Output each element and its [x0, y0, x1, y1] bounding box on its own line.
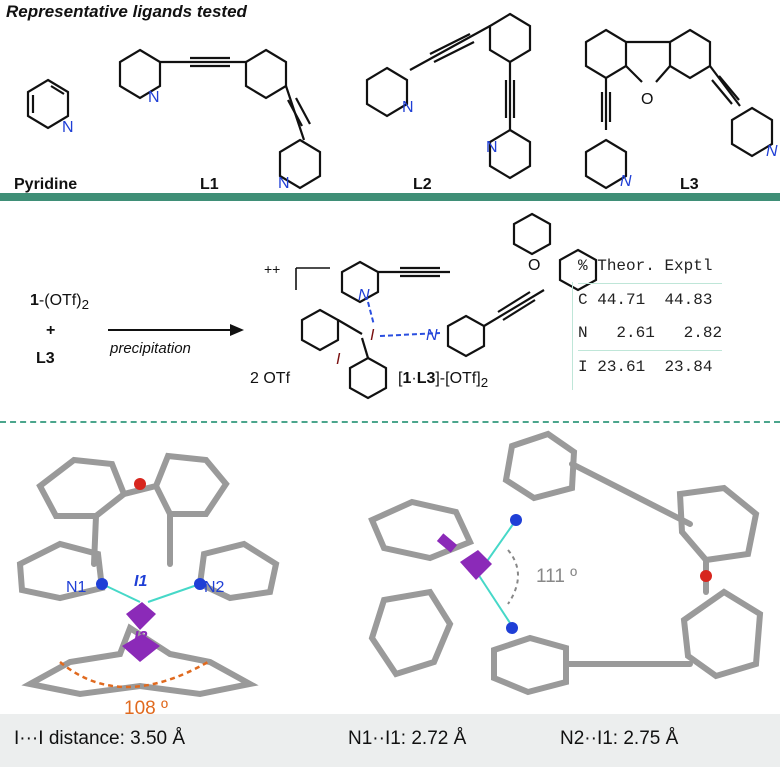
product-structure	[300, 212, 598, 400]
product-label: [1·L3]-[OTf]2	[398, 370, 489, 391]
ea-row-n: N 2.61 2.82	[578, 324, 723, 342]
ligand-L2-structure	[365, 12, 532, 180]
ea-row-i: I 23.61 23.84	[578, 350, 723, 384]
reactant-label: 1-(OTf)2	[30, 292, 89, 313]
ligand-label-pyridine: Pyridine	[14, 176, 78, 193]
ligand-label-L3: L3	[680, 176, 699, 193]
ii-distance: I···I distance: 3.50 Å	[14, 728, 186, 749]
elemental-analysis-table: % Theor. Exptl C 44.71 44.83 N 2.61 2.82…	[578, 250, 723, 384]
product-n-label-2: N	[426, 327, 438, 344]
crystal-n1-label: N1	[66, 579, 87, 596]
crystal-left	[16, 452, 280, 698]
product-n-label-1: N	[358, 287, 370, 304]
l2-n-label-2: N	[486, 139, 498, 156]
section-divider-dashed	[0, 421, 780, 423]
ligand-L3-structure	[584, 28, 774, 190]
crystal-n2-label: N2	[204, 579, 225, 596]
ligand-structures: N N N N N N N O	[26, 12, 778, 192]
product-charge: ++	[264, 261, 280, 277]
ligand-L1-structure	[118, 48, 322, 190]
l3-o-label: O	[641, 91, 653, 108]
plus-sign: +	[46, 322, 56, 339]
n1-i1-distance: N1··I1: 2.72 Å	[348, 728, 467, 749]
reaction-condition: precipitation	[110, 340, 191, 357]
ea-table-rule	[572, 282, 573, 390]
counterion-label: 2 OTf	[250, 370, 291, 387]
pyridine-n-label: N	[62, 119, 74, 136]
crystal-angle-108: 108 º	[124, 698, 168, 714]
crystal-i1-label: I1	[134, 573, 147, 590]
ea-row-c: C 44.71 44.83	[578, 283, 723, 317]
measurements-bar	[0, 714, 780, 767]
product-i-label-1: I	[370, 327, 375, 344]
product-i-label-2: I	[336, 351, 341, 368]
panel-title: Representative ligands tested	[6, 2, 247, 21]
l3-n-label-2: N	[766, 143, 778, 160]
l1-n-label-2: N	[278, 175, 290, 192]
l2-n-label-1: N	[402, 99, 414, 116]
n2-i1-distance: N2··I1: 2.75 Å	[560, 728, 679, 749]
crystal-i2-label: I2	[134, 629, 147, 646]
crystal-structures: N1 N2 I1 I2 108 º 111 º	[16, 430, 764, 714]
l1-n-label-1: N	[148, 89, 160, 106]
pyridine-structure	[26, 78, 70, 130]
section-divider	[0, 193, 780, 201]
ligand-label-L2: L2	[413, 176, 432, 193]
crystal-angle-111: 111 º	[536, 566, 577, 587]
l3-n-label-1: N	[620, 173, 632, 190]
reaction-scheme: ++ N N I I O	[108, 212, 598, 400]
crystal-right	[368, 430, 764, 696]
reagent-label: L3	[36, 350, 55, 367]
ea-header-row: % Theor. Exptl	[578, 257, 713, 275]
ligand-label-L1: L1	[200, 176, 219, 193]
product-o-label: O	[528, 257, 540, 274]
